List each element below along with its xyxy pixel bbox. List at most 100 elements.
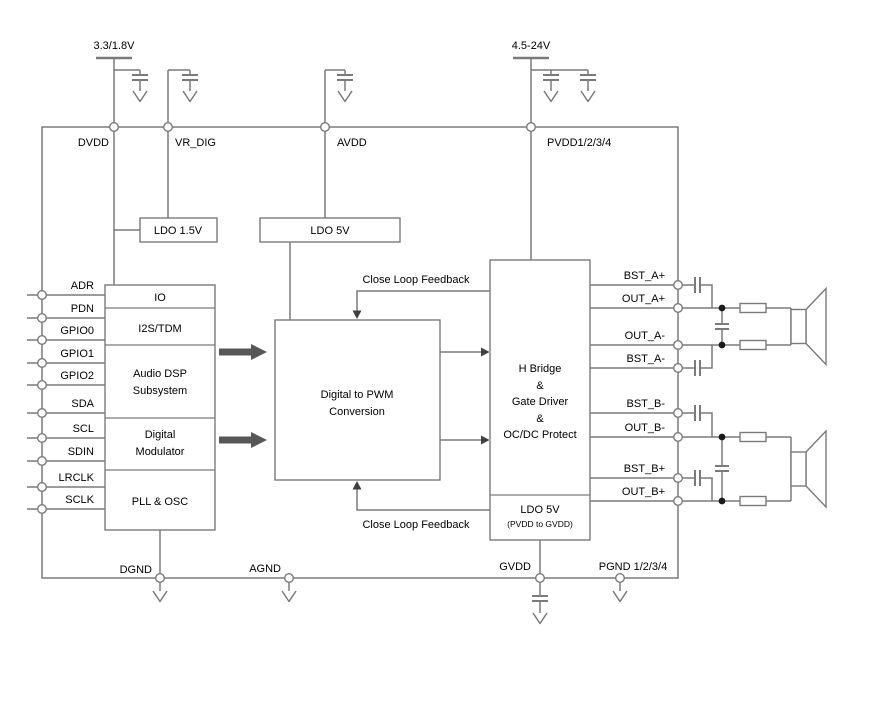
pin-circle (526, 121, 537, 132)
pll-osc-label: PLL & OSC (132, 496, 189, 508)
pin-label-dvdd: DVDD (78, 137, 109, 149)
arrowhead-icon (481, 435, 490, 445)
pwm-label: Conversion (329, 406, 385, 418)
pin-circle (37, 313, 48, 324)
pin-circle (673, 340, 684, 351)
pin-label-bst-b-minus: BST_B- (626, 398, 665, 410)
audio-dsp-label: Subsystem (133, 385, 187, 397)
h-bridge-ldo-label: LDO 5V (520, 504, 560, 516)
ground-icon (612, 590, 628, 603)
ground-icon (543, 90, 559, 103)
resistor-icon (739, 339, 767, 351)
right-pin-circles (673, 280, 684, 507)
ground-icon (152, 590, 168, 603)
ground-icon (182, 90, 198, 103)
pwm-label: Digital to PWM (321, 389, 394, 401)
digital-modulator-label: Modulator (136, 446, 185, 458)
pin-circle (37, 482, 48, 493)
pin-label-out-b-plus: OUT_B+ (622, 486, 665, 498)
junction-dot (718, 497, 726, 505)
pin-label-sclk: SCLK (65, 494, 94, 506)
speaker-icon (790, 286, 827, 367)
pin-circle (162, 121, 173, 132)
digital-modulator-label: Digital (145, 429, 176, 441)
ground-icon (580, 90, 596, 103)
decoupling-cap-icon (132, 70, 148, 103)
junction-dots (718, 304, 726, 505)
left-pin-circles (37, 290, 48, 515)
bootstrap-cap-icon (694, 277, 701, 293)
pin-circle (673, 303, 684, 314)
decoupling-cap-icon (337, 70, 353, 103)
pin-label-scl: SCL (73, 423, 94, 435)
pin-circle (37, 380, 48, 391)
gvdd-cap-icon (532, 595, 548, 602)
arrowhead-icon (481, 347, 490, 357)
h-bridge-label: & (536, 413, 544, 425)
pin-circle (108, 121, 119, 132)
pin-label-adr: ADR (71, 280, 94, 292)
digital-core-block (104, 284, 216, 531)
pin-circle (37, 290, 48, 301)
pin-circle (37, 433, 48, 444)
pin-circle (535, 573, 546, 584)
pin-circle (615, 573, 626, 584)
decoupling-cap-icon (543, 70, 559, 103)
ground-icon (337, 90, 353, 103)
supply-voltage-label: 4.5-24V (512, 40, 551, 52)
bootstrap-cap-icon (694, 360, 701, 376)
junction-dot (718, 341, 726, 349)
top-pin-circles (108, 121, 537, 132)
pin-label-avdd: AVDD (337, 137, 367, 149)
pin-label-vr-dig: VR_DIG (175, 137, 216, 149)
speaker-icon (790, 429, 827, 509)
pin-label-pgnd: PGND 1/2/3/4 (599, 561, 667, 573)
pin-label-gpio1: GPIO1 (60, 348, 94, 360)
resistor-icon (739, 431, 767, 443)
h-bridge-block (489, 259, 591, 541)
feedback-label-bottom: Close Loop Feedback (362, 519, 470, 531)
ldo-5v-label: LDO 5V (310, 225, 350, 237)
junction-dot (718, 304, 726, 312)
pin-label-lrclk: LRCLK (59, 472, 95, 484)
ldo-1v5-block (139, 217, 218, 243)
ldo-1v5-label: LDO 1.5V (154, 225, 203, 237)
pin-label-gpio0: GPIO0 (60, 325, 94, 337)
output-filter-cap-icon (715, 323, 729, 330)
pwm-conversion-block (274, 319, 441, 481)
chip-boundary (41, 126, 679, 579)
pin-circle (673, 363, 684, 374)
feedback-label-top: Close Loop Feedback (362, 274, 470, 286)
signal-arrow-icon (219, 432, 267, 448)
ldo-5v-block (259, 217, 401, 243)
pin-label-agnd: AGND (249, 563, 281, 575)
feedback-arrowhead-icon (352, 310, 362, 319)
pin-circle (37, 408, 48, 419)
pin-circle (37, 335, 48, 346)
pin-label-gpio2: GPIO2 (60, 370, 94, 382)
pin-circle (154, 573, 165, 584)
ground-icon (532, 612, 548, 625)
pin-circle (673, 432, 684, 443)
junction-dot (718, 433, 726, 441)
bootstrap-cap-icon (694, 470, 701, 486)
h-bridge-label: OC/DC Protect (503, 429, 576, 441)
pin-label-sdin: SDIN (68, 446, 94, 458)
signal-arrow-icon (219, 344, 267, 360)
pin-circle (673, 496, 684, 507)
io-label: IO (154, 292, 166, 304)
pin-circle (673, 280, 684, 291)
pin-label-bst-a-plus: BST_A+ (624, 270, 665, 282)
resistor-icon (739, 302, 767, 314)
pin-circle (320, 121, 331, 132)
resistor-icon (739, 495, 767, 507)
pin-label-pvdd: PVDD1/2/3/4 (547, 137, 611, 149)
pin-label-dgnd: DGND (120, 564, 152, 576)
pin-circle (37, 504, 48, 515)
feedback-arrowhead-icon (352, 481, 362, 490)
pin-circle (37, 358, 48, 369)
h-bridge-label: Gate Driver (512, 396, 569, 408)
bootstrap-cap-icon (694, 405, 701, 421)
pin-label-out-a-minus: OUT_A- (625, 330, 666, 342)
